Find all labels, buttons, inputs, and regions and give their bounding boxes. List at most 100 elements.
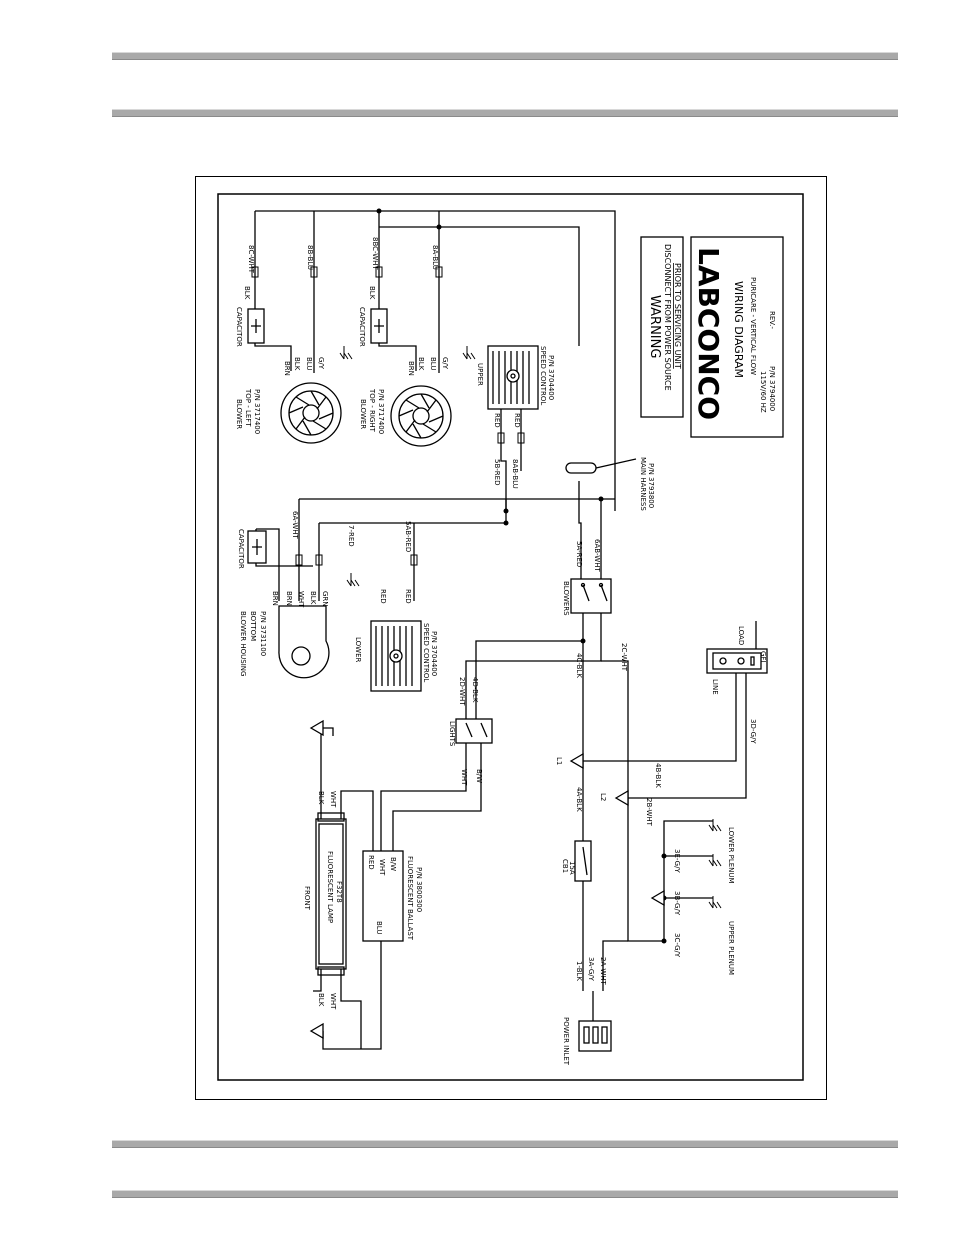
wire-label-8bc-wht: 8BC-WHT [371,237,379,270]
lamp-label-1: FLUORESCENT LAMP [326,851,334,923]
blk-label-4: BLK [417,357,425,371]
blk-label-3: BLK [293,357,301,371]
upper-speed-control-icon [487,345,539,410]
upper-label: UPPER [476,363,484,386]
gfi-load-label: LOAD [737,626,745,645]
capacitor-top-right [370,308,388,344]
wire-label-4a-blk: 4A-BLK [575,787,583,812]
model-label: PURICARE - VERTICAL FLOW [749,277,757,375]
l1-label: L1 [555,757,563,765]
lower-speed-control-pn: P/N 3704400 [430,631,438,676]
wire-label-6ab-wht: 6AB-WHT [593,539,601,572]
wire-label-7-red: 7-RED [347,525,355,547]
ballast-bw: B/W [389,857,397,871]
lamp-wht-top: WHT [329,791,337,808]
blower-right-label-2: TOP - RIGHT [368,388,376,433]
wire-label-6a-wht: 6A-WHT [291,511,299,540]
bottom-rule-2 [112,1190,898,1198]
brn-label-1: BRN [283,361,291,376]
lights-label: LIGHTS [448,721,456,747]
lamp-label-2: F32T8 [335,881,343,903]
blower-housing-bottom-icon [278,605,330,679]
blu-label-1: BLU [305,357,313,370]
blower-left-label-3: P/N 3717400 [253,389,261,434]
wire-label-4d-blk: 4D-BLK [471,677,479,703]
wire-label-4c-blk: 4C-BLK [575,653,583,678]
wire-label-3a-gy: 3A-G/Y [587,957,595,982]
brand-title: LABCONCO [692,247,725,420]
red-label-l2: RED [404,589,412,604]
blower-right-label-3: P/N 3717400 [377,389,385,434]
power-inlet-label: POWER INLET [562,1017,570,1066]
capacitor-label-3: CAPACITOR [237,529,245,569]
l2-label: L2 [599,793,607,801]
wht-switch-label: WHT [460,769,468,786]
upper-speed-control-label: SPEED CONTROL [539,346,547,405]
grn-label-1: GRN [321,591,329,607]
lower-speed-control-label: SPEED CONTROL [422,623,430,682]
ballast-label-1: FLUORESCENT BALLAST [406,856,414,941]
wire-label-2c-wht: 2C-WHT [620,643,628,672]
wire-label-5ab-red: 5AB-RED [404,521,412,552]
blower-right-label-1: BLOWER [359,399,367,429]
capacitor-label-2: CAPACITOR [358,307,366,347]
diagram-title: WIRING DIAGRAM [732,281,745,378]
main-harness-clip [565,458,637,474]
circuit-breaker-icon [574,840,592,882]
wire-label-8ab-blu: 8AB-BLU [511,459,519,489]
blower-housing-label-2: BOTTOM [249,611,257,641]
junction-dots [376,208,667,944]
wire-label-5a-red: 5A-RED [575,541,583,567]
wire-label-3d-gy: 3D-G/Y [749,719,757,744]
capacitor-top-left [247,308,265,344]
wire-label-8b-blu: 8B-BLU [306,245,314,270]
ballast-wht: WHT [378,859,386,876]
wht-label-1: WHT [297,591,305,608]
warning-line-1: DISCONNECT FROM POWER SOURCE [663,244,672,391]
gy-label-1: G/Y [317,357,325,370]
wire-label-2a-wht: 2A-WHT [599,957,607,986]
blower-housing-label-3: P/N 3731100 [259,611,267,656]
brn-label-4: BRN [285,591,293,606]
upper-plenum-label: UPPER PLENUM [727,921,735,975]
wire-label-8a-blu: 8A-BLU [431,245,439,270]
fluorescent-lamp-icon [315,812,347,976]
lamp-wht-bottom: WHT [329,993,337,1010]
blowers-label: BLOWERS [562,581,570,616]
wire-connectors [251,266,525,566]
red-label-u2: RED [513,413,521,428]
upper-speed-control-pn: P/N 3704400 [547,355,555,400]
lower-label: LOWER [354,637,362,663]
ballast-red: RED [367,855,375,870]
ballast-label-2: P/N 3800300 [415,867,423,912]
ground-symbols [339,346,722,909]
top-rule-2 [112,109,898,117]
part-number-label: P/N 3794000 [768,366,776,411]
red-label-u1: RED [493,413,501,428]
title-box [690,236,784,438]
lights-switch-icon [455,718,493,744]
main-harness-pn: P/N 3793800 [647,463,655,508]
lower-plenum-label: LOWER PLENUM [727,827,735,884]
wire-label-8c-wht: 8C-WHT [247,245,255,274]
capacitor-label-1: CAPACITOR [235,307,243,347]
wire-label-1-blk: 1-BLK [575,961,583,981]
power-inlet-icon [578,1020,612,1052]
capacitor-bottom [247,530,267,564]
bottom-rule-1 [112,1140,898,1148]
revision-label: REV.- [768,311,776,329]
blu-label-2: BLU [429,357,437,370]
inner-border [217,193,804,1081]
wire-label-2d-wht: 2D-WHT [458,677,466,706]
gy-label-2: G/Y [441,357,449,370]
main-harness-label: MAIN HARNESS [639,457,647,511]
bw-switch-label: B/W [475,769,483,783]
brn-label-2: BRN [407,361,415,376]
blk-label-5: BLK [309,591,317,605]
red-label-l1: RED [379,589,387,604]
wire-label-2b-wht: 2B-WHT [645,798,653,827]
blk-label-2: BLK [368,286,376,300]
blowers-switch-icon [570,578,612,614]
gfi-label: GFI [759,651,767,663]
warning-box [640,236,684,418]
